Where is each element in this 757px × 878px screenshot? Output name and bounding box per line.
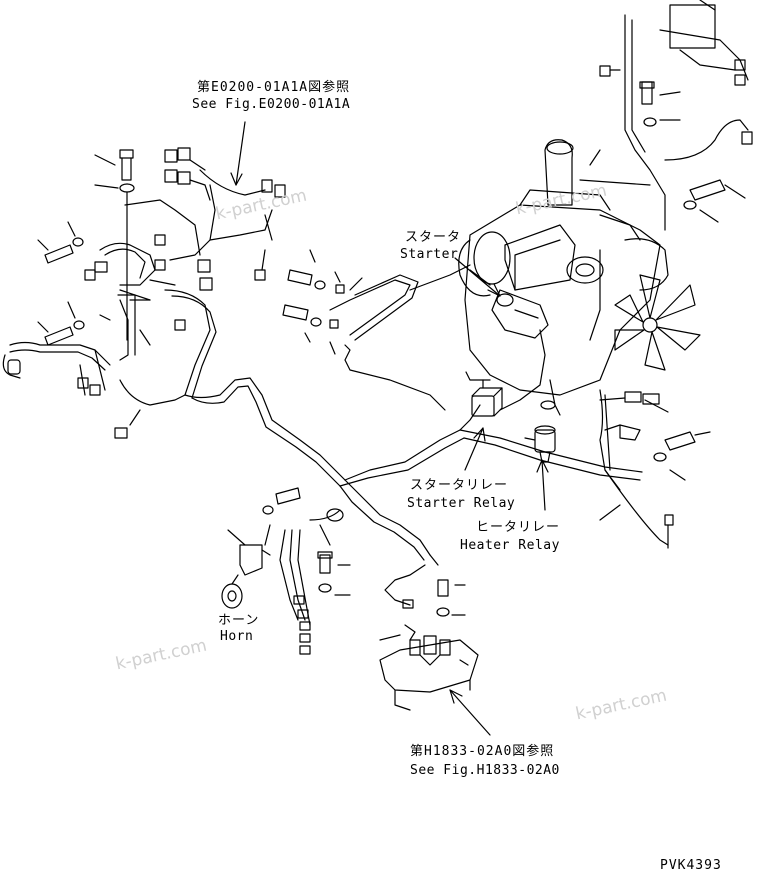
starter-motor — [469, 269, 549, 339]
drawing-code: PVK4393 — [660, 858, 722, 873]
ref-label-bottom-en: See Fig.H1833-02A0 — [410, 763, 560, 778]
starter-label-en: Starter — [400, 247, 459, 262]
leader-lines — [230, 121, 549, 736]
horn-assembly — [221, 487, 344, 655]
horn-label-en: Horn — [220, 629, 254, 644]
ref-label-top-ja: 第E0200-01A1A図参照 — [197, 80, 351, 95]
heater-relay-label-ja: ヒータリレー — [476, 520, 561, 535]
starter-relay-label-en: Starter Relay — [407, 496, 516, 511]
starter-relay-label-ja: スタータリレー — [410, 478, 509, 493]
bolt-left-1 — [119, 149, 134, 181]
left-harness — [2, 147, 286, 439]
main-harness — [164, 169, 711, 561]
fan — [614, 274, 701, 371]
engine-assembly — [458, 139, 669, 396]
fuse-box — [317, 551, 479, 711]
starter-relay-body — [465, 371, 503, 417]
horn-label-ja: ホーン — [218, 613, 260, 628]
heater-relay-label-en: Heater Relay — [460, 538, 560, 553]
ref-label-top-en: See Fig.E0200-01A1A — [192, 97, 351, 112]
heater-relay-body — [524, 425, 556, 463]
starter-label-ja: スタータ — [405, 230, 462, 245]
middle-bolts — [282, 249, 363, 355]
ref-label-bottom-ja: 第H1833-02A0図参照 — [410, 744, 555, 759]
